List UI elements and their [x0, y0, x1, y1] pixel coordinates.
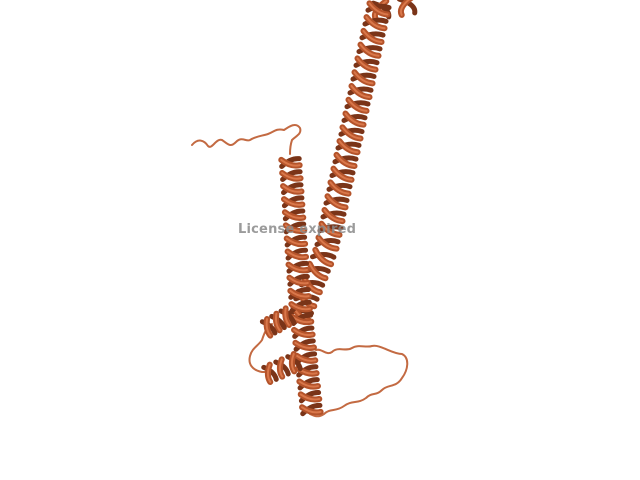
helix-side-upper [259, 305, 297, 339]
helix-side-lower [261, 351, 303, 385]
license-watermark: License expired [238, 222, 357, 237]
helix-secondary [278, 156, 312, 300]
helix-long-main [314, 0, 392, 252]
n-terminal-coil [191, 123, 302, 155]
helix-bottom [288, 299, 324, 417]
c-terminal-coil [309, 344, 409, 418]
helix-top-fragment [370, 0, 418, 22]
